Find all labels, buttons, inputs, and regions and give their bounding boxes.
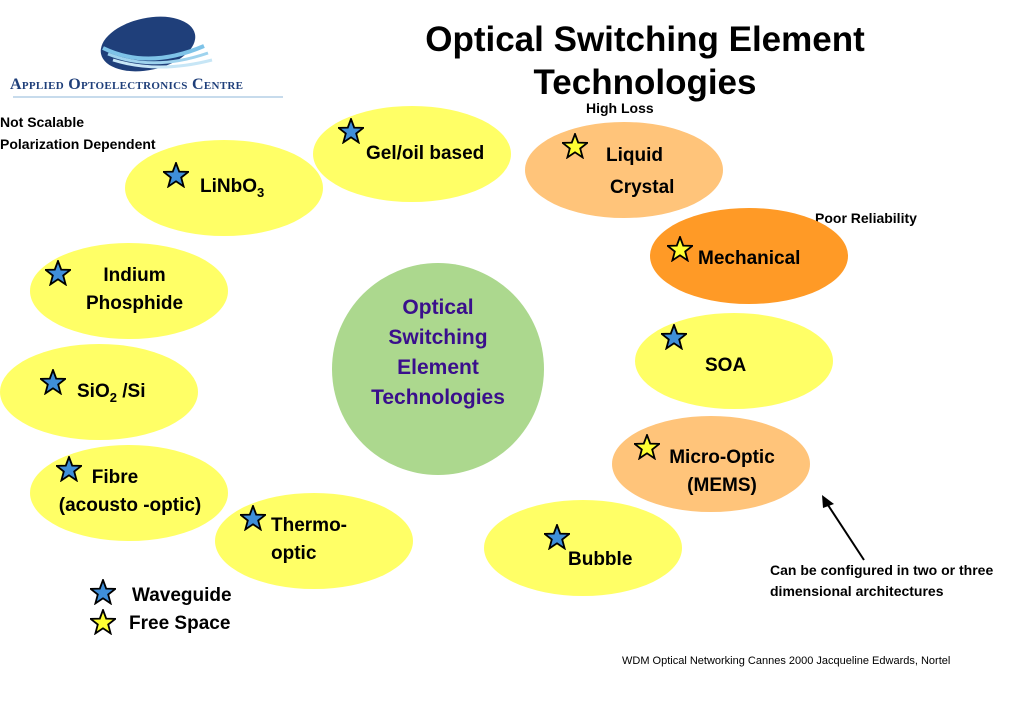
node-indium-phosphide-label: Indium Phosphide: [72, 262, 197, 318]
node-thermo-optic-label: Thermo- optic: [271, 512, 347, 568]
node-bubble: [484, 500, 682, 596]
node-sio2-si: [0, 344, 198, 440]
indium-line-1: Indium: [103, 265, 166, 286]
note-configured-line-2: dimensional architectures: [770, 583, 944, 599]
node-liquid-crystal-label: Liquid Crystal: [598, 142, 692, 202]
node-gel-oil-label: Gel/oil based: [366, 143, 485, 164]
free-space-star-icon: [634, 434, 660, 460]
center-line-3: Element: [397, 356, 479, 379]
logo: Applied Optoelectronics Centre: [8, 8, 288, 108]
node-soa: [635, 313, 833, 409]
fibre-line-2: (acousto -optic): [58, 495, 202, 516]
node-micro-optic-label: Micro-Optic (MEMS): [664, 444, 780, 500]
note-poor-reliability: Poor Reliability: [815, 210, 917, 226]
waveguide-star-icon: [338, 118, 364, 144]
node-liquid-crystal: [525, 122, 723, 218]
linbo3-base: LiNbO: [200, 176, 257, 197]
node-indium-phosphide: [30, 243, 228, 339]
sio2-base: SiO: [77, 381, 110, 402]
logo-emblem: [13, 16, 283, 98]
node-fibre: [30, 445, 228, 541]
liquid-line-1: Liquid: [606, 145, 663, 166]
center-node: [332, 263, 544, 475]
note-polarization-dependent: Polarization Dependent: [0, 136, 156, 152]
note-not-scalable: Not Scalable: [0, 114, 85, 130]
node-micro-optic-mems: [612, 416, 810, 512]
node-thermo-optic: [215, 493, 413, 589]
legend-waveguide-label: Waveguide: [132, 585, 232, 606]
waveguide-star-icon: [240, 505, 266, 531]
legend-free-space-label: Free Space: [129, 613, 231, 634]
note-configured-line-1: Can be configured in two or three: [770, 562, 994, 578]
note-high-loss: High Loss: [586, 100, 654, 116]
waveguide-star-icon: [163, 162, 189, 188]
title-line-1: Optical Switching Element: [425, 20, 865, 59]
page-title: Optical Switching Element Technologies: [390, 18, 900, 104]
node-mechanical-label: Mechanical: [698, 248, 801, 269]
liquid-line-2: Crystal: [610, 177, 675, 198]
waveguide-star-icon: [45, 260, 71, 286]
linbo3-subscript: 3: [257, 184, 265, 200]
center-node-label: Optical Switching Element Technologies: [332, 293, 544, 413]
waveguide-star-icon: [661, 324, 687, 350]
annotation-arrow: [822, 495, 865, 561]
waveguide-star-icon: [40, 369, 66, 395]
node-linbo3: [125, 140, 323, 236]
thermo-line-2: optic: [271, 543, 317, 564]
legend-free-space-star-icon: [90, 609, 116, 635]
node-linbo3-label: LiNbO3: [200, 173, 264, 207]
node-sio2-si-label: SiO2 /Si: [77, 378, 145, 412]
fibre-line-1: Fibre: [91, 467, 139, 488]
node-soa-label: SOA: [705, 355, 747, 376]
node-gel-oil: [313, 106, 511, 202]
node-fibre-label: Fibre (acousto -optic): [40, 464, 220, 520]
center-line-1: Optical: [402, 296, 474, 319]
indium-line-2: Phosphide: [85, 293, 184, 314]
micro-line-2: (MEMS): [687, 475, 757, 496]
sio2-subscript: 2: [109, 389, 117, 405]
legend-waveguide-star-icon: [90, 579, 116, 605]
footer-credit: WDM Optical Networking Cannes 2000 Jacqu…: [622, 655, 951, 667]
center-line-4: Technologies: [371, 386, 505, 409]
waveguide-star-icon: [544, 524, 570, 550]
free-space-star-icon: [667, 236, 693, 262]
center-line-2: Switching: [388, 326, 488, 349]
node-bubble-label: Bubble: [568, 549, 633, 570]
micro-line-1: Micro-Optic: [669, 447, 775, 468]
free-space-star-icon: [562, 133, 588, 159]
title-line-2: Technologies: [533, 63, 757, 102]
thermo-line-1: Thermo-: [271, 515, 347, 536]
logo-text: Applied Optoelectronics Centre: [10, 76, 244, 93]
sio2-suffix: /Si: [116, 381, 146, 402]
